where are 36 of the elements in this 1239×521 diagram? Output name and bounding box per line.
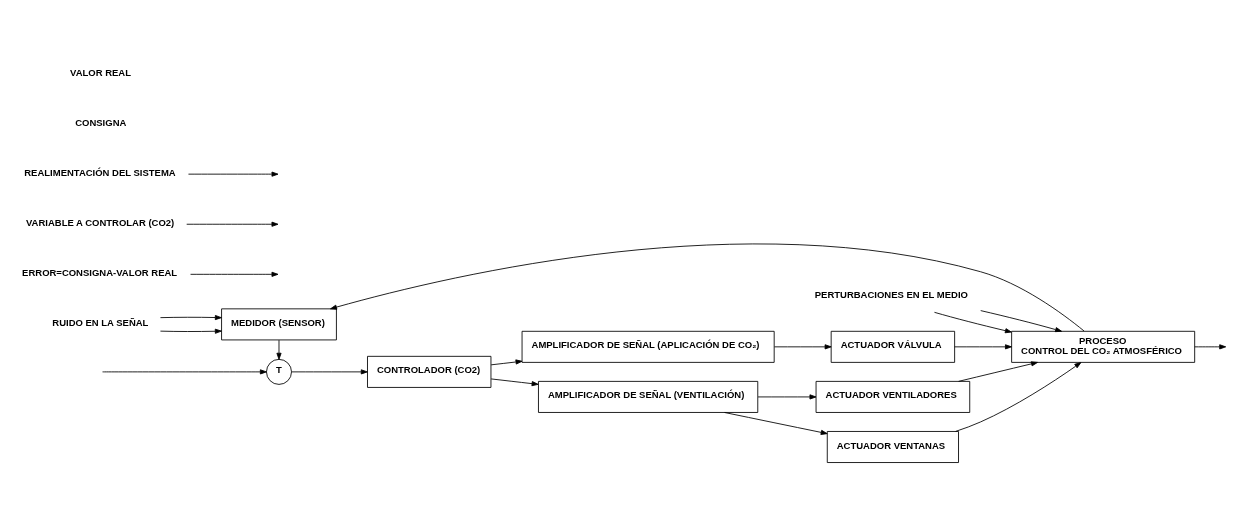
arrow xyxy=(1194,344,1227,350)
arrow xyxy=(954,344,1012,350)
label: CONSIGNA xyxy=(75,116,127,128)
arrow xyxy=(490,359,523,366)
node-text: RUIDO EN LA SEÑAL xyxy=(52,316,149,328)
arrow xyxy=(757,394,817,400)
node-text: REALIMENTACIÓN DEL SISTEMA xyxy=(24,166,176,178)
node-box: CONTROLADOR (CO2) xyxy=(367,355,492,388)
arrow xyxy=(190,271,279,277)
node-box: AMPLIFICADOR DE SEÑAL (VENTILACIÓN) xyxy=(538,380,759,413)
node-text: ERROR=CONSIGNA-VALOR REAL xyxy=(22,266,178,278)
node-circle: T xyxy=(266,358,292,385)
arrow xyxy=(186,221,279,227)
label: VALOR REAL xyxy=(70,66,131,78)
arrow xyxy=(160,328,222,334)
node-box: PROCESO CONTROL DEL CO₂ ATMOSFÉRICO xyxy=(1011,330,1196,363)
arrow xyxy=(980,310,1062,333)
arrow xyxy=(291,369,368,375)
arrow xyxy=(330,243,1085,332)
arrow xyxy=(490,378,539,387)
arrow xyxy=(724,412,828,435)
arrow xyxy=(160,315,222,321)
arrow xyxy=(774,344,832,350)
node-box: ACTUADOR VENTANAS xyxy=(826,431,959,463)
node-box: MEDIDOR (SENSOR) xyxy=(221,308,337,341)
arrow xyxy=(188,171,279,177)
arrow xyxy=(958,361,1038,382)
node-box: AMPLIFICADOR DE SEÑAL (APLICACIÓN DE CO₂) xyxy=(521,330,775,363)
arrow xyxy=(955,362,1082,432)
arrow xyxy=(102,369,267,375)
node-box: ACTUADOR VENTILADORES xyxy=(815,380,971,413)
node-text: PERTURBACIONES EN EL MEDIO xyxy=(814,289,968,301)
node-text: VARIABLE A CONTROLAR (CO2) xyxy=(26,216,175,228)
arrow xyxy=(934,311,1012,334)
arrow xyxy=(276,339,282,360)
node-box: ACTUADOR VÁLVULA xyxy=(830,330,956,363)
